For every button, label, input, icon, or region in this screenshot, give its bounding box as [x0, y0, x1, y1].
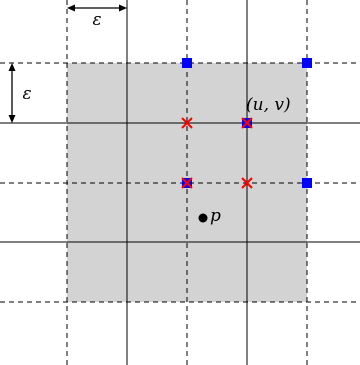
epsilon-vertical-arrow	[8, 63, 16, 123]
point-p-label: p	[210, 206, 221, 226]
epsilon-horizontal-label: ε	[92, 10, 101, 30]
uv-label: (u, v)	[246, 95, 291, 115]
cross-marker	[241, 177, 253, 189]
square-marker	[302, 58, 312, 68]
cross-marker	[181, 117, 193, 129]
epsilon-horizontal-arrow	[67, 4, 127, 12]
cross-marker	[241, 117, 253, 129]
epsilon-vertical-label: ε	[22, 84, 31, 104]
square-marker	[302, 178, 312, 188]
point-p	[198, 213, 208, 223]
cross-marker	[181, 177, 193, 189]
square-marker	[182, 58, 192, 68]
